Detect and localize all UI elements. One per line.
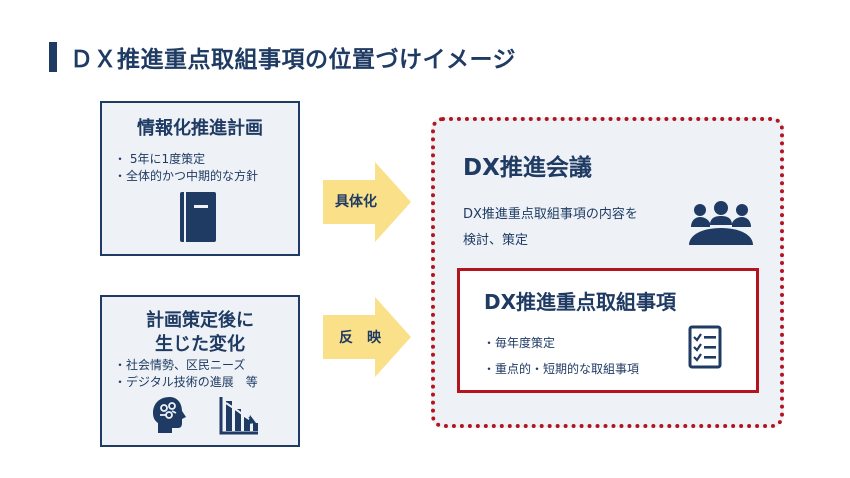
plan-bullet-2: ・全体的かつ中期的な方針 xyxy=(114,169,259,183)
change-heading: 計画策定後に 生じた変化 xyxy=(102,309,298,357)
page-title: ＤＸ推進重点取組事項の位置づけイメージ xyxy=(70,47,517,73)
focus-items-box xyxy=(457,268,759,393)
notebook-icon xyxy=(180,192,216,242)
plan-box: 情報化推進計画 ・ 5年に1度策定 ・全体的かつ中期的な方針 xyxy=(100,101,300,256)
change-bullet-1: ・社会情勢、区民ニーズ xyxy=(114,358,246,372)
change-bullet-2: ・デジタル技術の進展 等 xyxy=(114,375,258,389)
focus-title: DX推進重点取組事項 xyxy=(484,290,677,314)
declining-chart-icon xyxy=(219,397,258,435)
arrow-reflect-label: 反 映 xyxy=(339,330,381,346)
change-heading-line2: 生じた変化 xyxy=(155,334,245,355)
meeting-title: DX推進会議 xyxy=(463,155,592,181)
meeting-description: DX推進重点取組事項の内容を 検討、策定 xyxy=(463,202,693,254)
change-bullets: ・社会情勢、区民ニーズ ・デジタル技術の進展 等 xyxy=(114,357,258,391)
focus-bullet-1: ・毎年度策定 xyxy=(483,336,556,350)
plan-heading: 情報化推進計画 xyxy=(137,118,263,139)
meeting-desc-line2: 検討、策定 xyxy=(463,233,529,248)
plan-bullet-1: ・ 5年に1度策定 xyxy=(114,152,206,166)
brain-icon xyxy=(153,397,186,433)
plan-bullets: ・ 5年に1度策定 ・全体的かつ中期的な方針 xyxy=(114,151,258,185)
meeting-desc-line1: DX推進重点取組事項の内容を xyxy=(463,207,638,222)
change-box: 計画策定後に 生じた変化 ・社会情勢、区民ニーズ ・デジタル技術の進展 等 xyxy=(100,295,300,447)
change-heading-line1: 計画策定後に xyxy=(146,310,254,331)
arrow-concretize xyxy=(323,162,411,242)
focus-bullet-2: ・重点的・短期的な取組事項 xyxy=(483,362,640,376)
arrow-reflect xyxy=(323,297,411,377)
arrow-concretize-label: 具体化 xyxy=(335,194,377,210)
focus-bullets: ・毎年度策定 ・重点的・短期的な取組事項 xyxy=(483,330,639,382)
meeting-icon xyxy=(689,201,753,245)
checklist-icon xyxy=(688,325,722,369)
title-accent-bar xyxy=(49,42,57,72)
